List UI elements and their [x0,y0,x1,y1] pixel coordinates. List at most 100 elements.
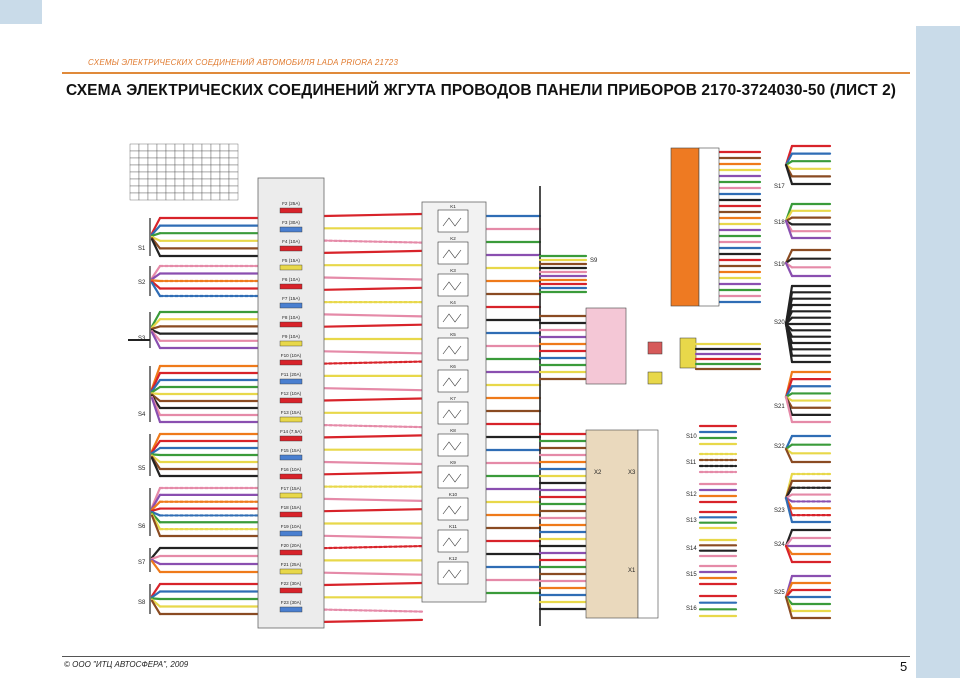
table-cell [192,150,203,159]
footer-rule [62,656,910,657]
fuse-label: F20 (20A) [281,543,302,548]
mid-wire [322,239,424,244]
table-cell [210,164,221,173]
bundle-fan [150,456,162,478]
connector-label-s5: S5 [138,466,146,472]
relay-coil-icon [442,313,462,323]
bundle-fan [150,328,162,335]
fuse-label: F8 (10A) [282,315,300,320]
table-cell [156,192,167,201]
table-cell [219,171,230,180]
connector-label-s19: S19 [774,262,785,268]
bundle-fan [150,590,162,599]
fuse-icon [279,416,303,423]
corner-tab [0,0,42,24]
connector-label-s16: S16 [686,606,697,612]
bundle-fan [150,325,162,330]
table-cell [210,143,221,152]
table-cell [138,192,149,201]
table-cell [147,164,158,173]
relay-icon [437,465,469,489]
fuse-label: F18 (15A) [281,505,302,510]
bundle-fan [150,238,162,258]
mid-wire [322,323,424,328]
table-cell [219,185,230,194]
right-fan [784,536,794,548]
fuse-icon [279,245,303,252]
relay-label: K7 [450,396,456,401]
table-cell [129,185,140,194]
fuse-label: F9 (10A) [282,334,300,339]
relay-label: K5 [450,332,456,337]
table-cell [201,164,212,173]
table-cell [138,164,149,173]
mid-wire [322,313,424,318]
module-label-x1: X1 [628,568,636,574]
bundle-fan [150,554,162,560]
fuse-icon [279,587,303,594]
fuse-label: F16 (10A) [281,467,302,472]
diode-icon [647,341,663,355]
fuse-icon [279,378,303,385]
table-cell [192,192,203,201]
table-cell [147,185,158,194]
table-cell [183,157,194,166]
bundle-fan [150,224,162,236]
table-cell [129,157,140,166]
relay-label: K4 [450,300,456,305]
relay-icon [437,273,469,297]
copyright: © ООО "ИТЦ АВТОСФЕРА", 2009 [64,660,189,669]
bundle-fan [150,514,162,538]
fuse-icon [279,435,303,442]
module-label-x2: X2 [594,470,602,476]
table-cell [147,178,158,187]
relay-label: K12 [449,556,458,561]
bundle-fan [150,597,162,601]
table-cell [210,185,221,194]
mid-wire [322,545,424,550]
table-cell [192,143,203,152]
fuse-icon [279,473,303,480]
table-cell [174,150,185,159]
right-fan [784,447,794,464]
fuse-label: F15 (15A) [281,448,302,453]
switch-icon [647,371,663,385]
relay-label: K3 [450,268,456,273]
fuse-block: F2 (25A)F3 (30A)F4 (10A)F5 (15A)F6 (10A)… [257,177,325,629]
mid-wire [322,497,424,502]
fuse-label: F6 (10A) [282,277,300,282]
table-cell [156,143,167,152]
fuse-icon [279,321,303,328]
mid-wire [322,471,424,476]
table-cell [228,185,239,194]
relay-icon [437,529,469,553]
relay-label: K2 [450,236,456,241]
bundle-fan [150,392,162,396]
table-cell [165,157,176,166]
relay-coil-icon [442,377,462,387]
connector-label-s25: S25 [774,590,785,596]
table-cell [201,143,212,152]
mid-wire [322,387,424,392]
bundle-fan [150,500,162,511]
bundle-fan [150,453,162,457]
relay-coil-icon [442,217,462,227]
right-fan [784,257,794,265]
mid-wire [322,460,424,466]
bundle-fan [150,432,162,452]
table-cell [138,157,149,166]
connector-label-s11: S11 [686,460,697,466]
mid-wire [322,276,424,281]
table-cell [147,192,158,201]
table-cell [183,143,194,152]
bundle-fan [150,546,162,559]
table-cell [129,178,140,187]
table-cell [219,178,230,187]
table-cell [147,150,158,159]
table-cell [183,164,194,173]
pink-module-body [585,307,627,385]
module-label-x3: X3 [628,470,636,476]
mid-wire [322,571,424,576]
relay-icon [437,209,469,233]
